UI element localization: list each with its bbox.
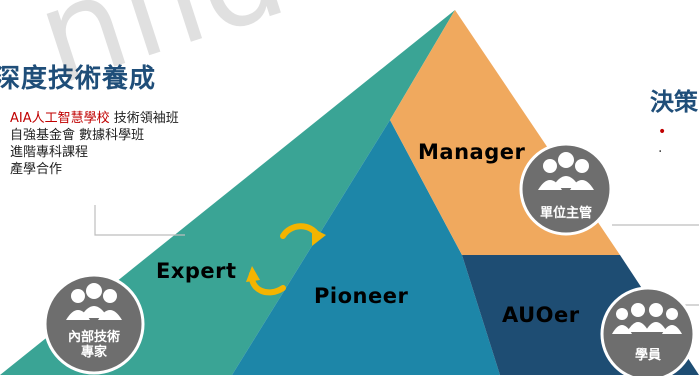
title-right: 決策 [650, 88, 698, 116]
program-item: 進階專科課程 [10, 145, 89, 160]
pioneer-label: Pioneer [314, 284, 408, 308]
bullet-marker: • [658, 124, 667, 140]
people-icon [612, 303, 682, 334]
left-connector-line [94, 205, 185, 236]
internal-expert-badge-label: 內部技術 專家 [54, 330, 134, 360]
pioneer-segment [232, 120, 500, 375]
internal-expert-line2: 專家 [80, 345, 107, 360]
internal-expert-line1: 內部技術 [67, 330, 120, 345]
expert-label: Expert [156, 259, 237, 283]
unit-manager-badge-label: 單位主管 [539, 206, 592, 221]
trainee-badge-label: 學員 [634, 348, 661, 363]
internal-expert-badge [43, 273, 145, 375]
program-list: AIA人工智慧學校 技術領袖班 自強基金會 數據科學班 進階專科課程 產學合作 [10, 110, 179, 178]
people-icon [538, 152, 594, 190]
title-left: 深度技術養成 [0, 64, 157, 94]
auoer-label: AUOer [502, 303, 580, 327]
right-bullet-list: • · [658, 122, 666, 162]
cycle-arrows-icon [246, 223, 326, 296]
trainee-badge [600, 286, 696, 380]
manager-label: Manager [418, 140, 525, 164]
program-item: AIA人工智慧學校 技術領袖班 [10, 111, 179, 126]
program-item: 自強基金會 數據科學班 [10, 128, 145, 143]
unit-manager-badge [519, 142, 613, 236]
people-icon [66, 283, 122, 320]
program-item: 產學合作 [10, 162, 63, 177]
bullet-marker: · [658, 144, 663, 160]
